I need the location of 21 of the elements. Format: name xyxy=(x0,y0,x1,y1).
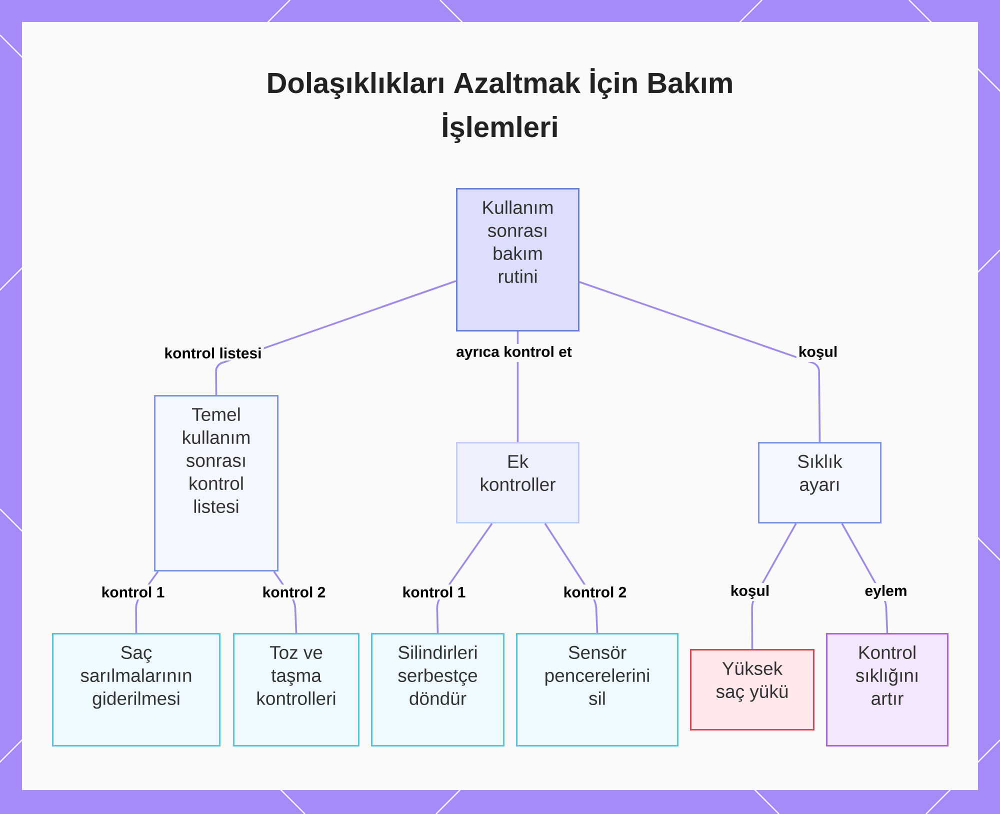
condition-box: Yüksek saç yükü xyxy=(690,649,814,730)
edge-label: koşul xyxy=(728,583,772,601)
edge-label: kontrol 2 xyxy=(260,584,328,600)
edge-label: kontrol listesi xyxy=(162,346,264,361)
task-box: Sensör pencerelerini sil xyxy=(516,633,678,746)
edge-label: kontrol 1 xyxy=(400,584,468,600)
action-box: Kontrol sıklığını artır xyxy=(826,633,949,746)
category-box: Ek kontroller xyxy=(456,442,580,524)
category-box: Temel kullanım sonrası kontrol listesi xyxy=(154,395,278,572)
category-box: Sıklık ayarı xyxy=(758,442,882,524)
edge-label: koşul xyxy=(796,344,840,362)
connector-line xyxy=(579,281,821,442)
task-box: Toz ve taşma kontrolleri xyxy=(233,633,360,746)
edge-label: kontrol 2 xyxy=(561,584,629,600)
edge-label: ayrıca kontrol et xyxy=(454,344,574,362)
task-box: Saç sarılmalarının giderilmesi xyxy=(52,633,220,746)
root-box: Kullanım sonrası bakım rutini xyxy=(456,188,580,332)
edge-label: kontrol 1 xyxy=(99,584,167,600)
title: Dolaşıklıkları Azaltmak İçin Bakım İşlemleri xyxy=(268,68,732,144)
edge-label: eylem xyxy=(862,583,910,601)
task-box: Silindirleri serbestçe döndür xyxy=(371,633,504,746)
